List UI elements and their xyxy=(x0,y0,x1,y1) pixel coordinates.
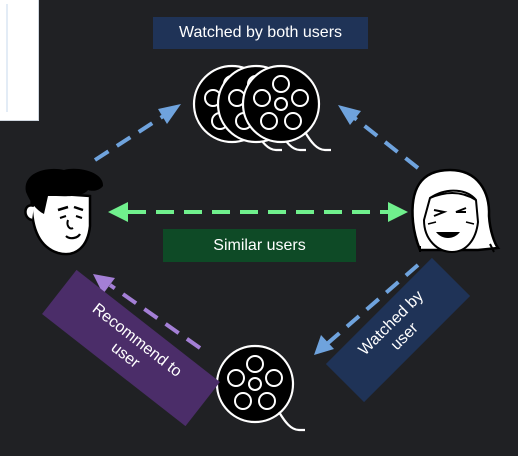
arrow-man-to-reels xyxy=(93,104,181,162)
arrow-recommend xyxy=(93,274,202,350)
arrow-similar-users xyxy=(108,202,408,222)
panel-rule xyxy=(6,4,8,112)
similar-users-text: Similar users xyxy=(213,236,306,254)
woman-avatar-icon xyxy=(411,168,501,254)
arrow-woman-to-reel xyxy=(314,263,420,355)
watched-by-both-text: Watched by both users xyxy=(178,24,343,41)
film-reel-stack-icon xyxy=(192,64,333,152)
arrow-woman-to-reels xyxy=(338,105,420,170)
similar-users-label: Similar users xyxy=(163,229,356,262)
film-reel-icon xyxy=(215,344,307,432)
man-avatar-icon xyxy=(24,168,104,256)
side-panel xyxy=(0,0,39,121)
watched-by-both-label: Watched by both users xyxy=(153,17,368,49)
